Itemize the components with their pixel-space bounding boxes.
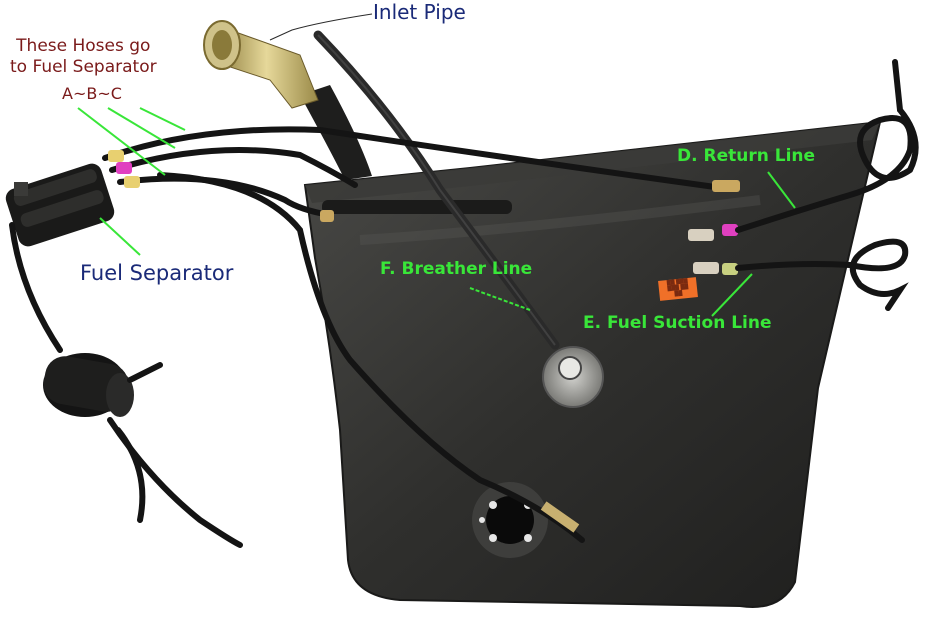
tank-hose [157,172,585,543]
abc-label: A~B~C [62,84,122,103]
separator-leader [99,217,141,256]
return-leader [767,171,796,209]
warning-sticker: ██ ██████ ████ [658,277,698,301]
return-line-label: D. Return Line [677,146,816,166]
fuel-separator-label: Fuel Separator [80,261,234,285]
hoses-label-line2: to Fuel Separator [10,57,157,77]
hoses-label-line1: These Hoses go [16,36,151,56]
tank-flange [305,122,880,203]
hoses-to-separator-label: These Hoses go to Fuel Separator [10,36,157,78]
abc-leader-c [77,107,166,176]
charcoal-canister [43,353,134,417]
abc-leader-b [107,107,176,149]
hose-a [102,126,718,190]
hose-c [117,175,333,218]
suction-hose [735,238,909,311]
fuel-separator [5,163,115,247]
breather-line-label: F. Breather Line [380,259,533,279]
hose-b [109,147,358,188]
fuel-suction-line-label: E. Fuel Suction Line [583,313,772,333]
abc-leader-a [139,107,186,131]
inlet-pipe-label: Inlet Pipe [373,0,466,24]
tank-bracket [322,200,512,214]
return-hose [735,59,919,233]
breather-leader [469,287,531,311]
suction-leader [711,273,753,317]
